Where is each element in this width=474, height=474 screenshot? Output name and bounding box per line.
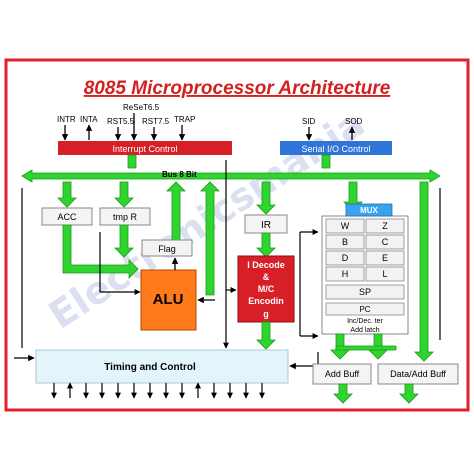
- register-b: B: [342, 237, 348, 247]
- alu-label: ALU: [153, 291, 184, 308]
- reset65-label: ReSeT6.5: [123, 103, 160, 112]
- timing-control-block: [35, 349, 289, 384]
- diagram-title: 8085 Microprocessor Architecture: [84, 78, 391, 99]
- register-cells: [325, 218, 405, 316]
- register-e: E: [382, 253, 388, 263]
- incdec-label-1: Inc/Dec. ter: [347, 318, 383, 325]
- interrupt-control-block: [58, 141, 232, 155]
- mux-block: [345, 203, 393, 217]
- acc-label: ACC: [57, 212, 77, 222]
- timing-control-label: Timing and Control: [104, 362, 196, 373]
- decoder-block: [237, 255, 295, 323]
- interrupt-control-label: Interrupt Control: [112, 144, 177, 154]
- serial-io-arrows: [305, 126, 356, 141]
- register-d: D: [342, 253, 349, 263]
- register-l: L: [382, 269, 387, 279]
- bus-label: Bus 8 Bit: [162, 170, 197, 179]
- alu-internal-arrows: [171, 257, 215, 304]
- tmp-register-label: tmp R: [113, 212, 138, 222]
- tmp-to-alu-link: [114, 224, 134, 258]
- register-z: Z: [382, 221, 388, 231]
- ir-label: IR: [261, 220, 271, 231]
- trap-label: TRAP: [174, 115, 195, 124]
- register-h: H: [342, 269, 349, 279]
- sod-label: SOD: [345, 117, 363, 126]
- register-w: W: [341, 221, 350, 231]
- serial-io-control-block: [280, 141, 392, 155]
- ir-to-decoder-link: [256, 232, 276, 258]
- flag-to-bus-link: [166, 181, 186, 241]
- register-c: C: [382, 237, 389, 247]
- timing-output-arrows: [51, 382, 265, 399]
- inta-label: INTA: [80, 115, 98, 124]
- decoder-line-3: M/C: [258, 284, 275, 294]
- register-to-buffer-links: [330, 333, 397, 360]
- flag-register: [141, 239, 193, 257]
- rst75-label: RST7.5: [142, 117, 170, 126]
- register-sp: SP: [359, 287, 371, 297]
- decoder-to-timing-link: [256, 321, 276, 350]
- data-address-buffer: [377, 363, 459, 385]
- address-buffer-label: Add Buff: [325, 369, 360, 379]
- rst55-label: RST5.5: [107, 117, 135, 126]
- alu-block: [140, 269, 197, 331]
- intr-label: INTR: [57, 115, 76, 124]
- data-address-buffer-label: Data/Add Buff: [390, 369, 446, 379]
- mux-label: MUX: [360, 206, 378, 215]
- decoder-line-2: &: [263, 272, 270, 282]
- decoder-line-5: g: [263, 309, 269, 319]
- alu-to-bus-link: [200, 181, 220, 296]
- interrupt-input-arrows: [61, 113, 186, 141]
- serial-io-control-label: Serial I/O Control: [301, 144, 370, 154]
- incdec-label-2: Add latch: [350, 327, 379, 334]
- flag-label: Flag: [158, 244, 176, 254]
- register-pc: PC: [359, 305, 370, 314]
- sid-label: SID: [302, 117, 316, 126]
- control-to-bus-links: [127, 154, 331, 169]
- decoder-line-4: Encodin: [248, 296, 284, 306]
- bus-8bit: [21, 169, 441, 183]
- buffer-output-arrows: [333, 383, 419, 404]
- decoder-line-1: I Decode: [247, 260, 285, 270]
